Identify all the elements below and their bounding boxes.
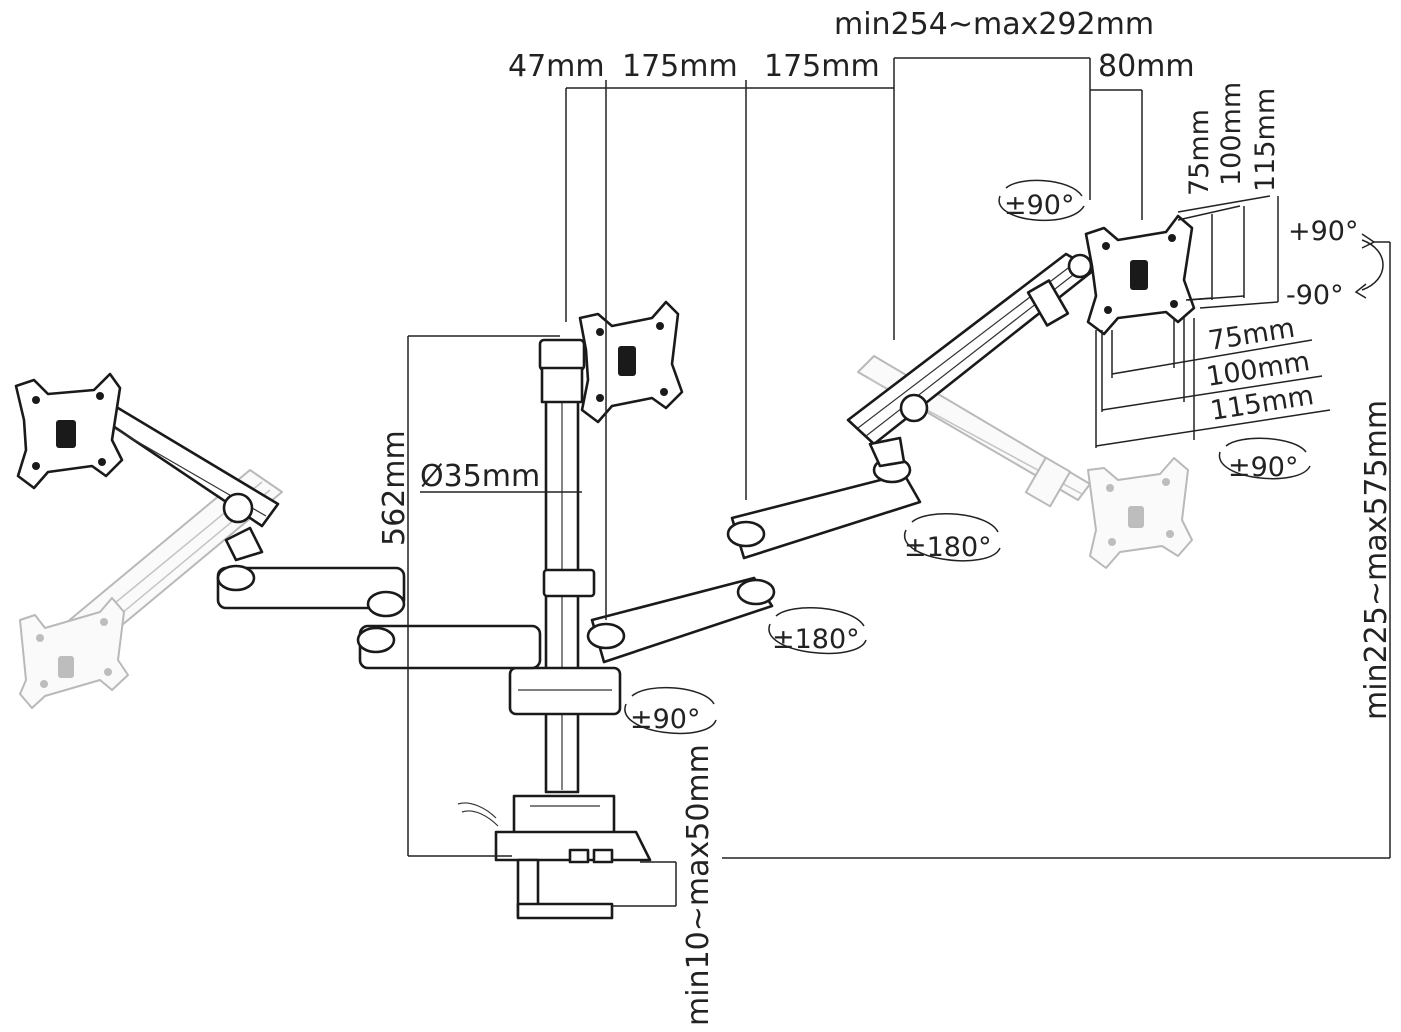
- rotation-arrow-top-head: [998, 179, 1085, 222]
- left-upper-arm: [216, 564, 406, 618]
- height-range-label: min225~max575mm: [1359, 400, 1394, 720]
- top-range-label: min254~max292mm: [834, 7, 1154, 42]
- left-lower-arm: [356, 624, 542, 670]
- rotation-elbow-lower-label: ±180°: [772, 624, 860, 655]
- rotation-arrow-right-head: [1219, 437, 1311, 480]
- right-upper-arm: [726, 456, 922, 560]
- rotation-arrow-elbow-lower: [768, 607, 867, 655]
- desk-clamp: [457, 794, 652, 920]
- dim-80-label: 80mm: [1098, 49, 1195, 84]
- vesa-v-115-label: 115mm: [1250, 88, 1281, 192]
- ghost-right-vesa-plate: [1087, 457, 1193, 569]
- vesa-horizontal-dimension-lines: [1095, 318, 1331, 448]
- rotation-elbow-upper-label: ±180°: [904, 532, 992, 563]
- pole-diameter-label: Ø35mm: [420, 459, 540, 494]
- clamp-dimension-lines: [612, 861, 677, 907]
- right-vesa-plate: [1084, 214, 1196, 336]
- right-lower-arm: [586, 576, 776, 664]
- rotation-right-head-label: ±90°: [1228, 452, 1298, 483]
- tilt-arrow: [1354, 233, 1384, 299]
- top-dimension-lines: [565, 57, 1143, 620]
- height-dimension-lines: [722, 241, 1391, 859]
- dim-175-b-label: 175mm: [764, 49, 880, 84]
- pole-dimension-lines: [407, 335, 582, 857]
- left-gas-arm: [102, 406, 280, 562]
- pole-height-label: 562mm: [377, 430, 412, 546]
- center-vesa-plate: [578, 300, 684, 424]
- pole-collar: [542, 568, 596, 598]
- rotation-arrow-elbow-upper: [903, 513, 1001, 562]
- left-vesa-plate: [14, 372, 124, 490]
- tilt-up-label: +90°: [1288, 216, 1358, 247]
- vesa-v-100-label: 100mm: [1216, 82, 1247, 186]
- tilt-down-label: -90°: [1286, 280, 1344, 311]
- dim-175-a-label: 175mm: [622, 49, 738, 84]
- rotation-top-head-label: ±90°: [1004, 190, 1074, 221]
- vesa-v-75-label: 75mm: [1184, 109, 1215, 196]
- dim-47-label: 47mm: [508, 49, 605, 84]
- rotation-arrow-base: [624, 686, 717, 735]
- clamp-range-label: min10~max50mm: [681, 744, 716, 1026]
- rotation-base-label: ±90°: [630, 704, 700, 735]
- base-hub: [508, 666, 622, 716]
- ghost-left-vesa-plate: [19, 597, 129, 709]
- pole-cap: [538, 338, 586, 404]
- vesa-vertical-dimension-lines: [1177, 195, 1279, 309]
